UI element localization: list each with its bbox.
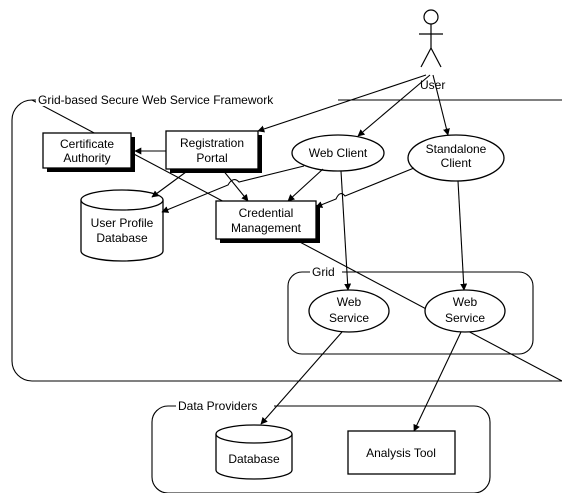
edge-registration-portal-to-credential-management <box>221 168 249 202</box>
edge-web-client-to-credential-management <box>287 168 324 202</box>
analysis-tool-box: Analysis Tool <box>347 430 456 475</box>
edge-web-client-to-grid-web-service-1 <box>340 170 352 291</box>
user-actor-icon <box>419 9 443 68</box>
registration-portal-label-line-2: Portal <box>196 151 227 165</box>
credential-management-box: Credential Management <box>215 200 320 243</box>
edge-user-to-web-client <box>357 74 431 137</box>
edge-registration-portal-to-user-profile-database <box>151 168 191 198</box>
grid-web-service-2-node: Web Service <box>424 289 506 333</box>
user-profile-database-label-line-1: User Profile <box>91 216 154 230</box>
certificate-authority-label-line-2: Authority <box>63 151 110 165</box>
edge-grid-web-service-2-to-analysis-tool <box>413 331 462 432</box>
framework-region-label: Grid-based Secure Web Service Framework <box>38 93 274 107</box>
edge-grid-web-service-1-to-database <box>260 331 343 425</box>
credential-management-label-line-2: Management <box>231 221 302 235</box>
data-providers-region-label: Data Providers <box>178 399 257 413</box>
edge-user-to-registration-portal <box>257 74 427 133</box>
data-providers-region <box>151 405 491 493</box>
standalone-client-node: Standalone Client <box>407 134 505 182</box>
web-client-node: Web Client <box>291 134 385 172</box>
web-client-label: Web Client <box>309 146 368 160</box>
user-actor-label: User <box>420 78 445 92</box>
certificate-authority-label-line-1: Certificate <box>60 137 114 151</box>
grid-web-service-1-label-line-2: Service <box>329 311 369 325</box>
user-profile-database-cylinder: User Profile Database <box>80 189 164 262</box>
registration-portal-box: Registration Portal <box>165 130 262 173</box>
grid-web-service-2-label-line-1: Web <box>453 295 478 309</box>
grid-web-service-1-label-line-1: Web <box>337 295 362 309</box>
certificate-authority-box: Certificate Authority <box>42 132 135 172</box>
registration-portal-label-line-1: Registration <box>180 136 244 150</box>
diagram-edges <box>134 74 468 432</box>
user-profile-database-label-line-2: Database <box>96 231 148 245</box>
database-label: Database <box>228 452 280 466</box>
edge-standalone-client-to-credential-management <box>315 167 415 208</box>
edge-web-client-to-user-profile-database <box>161 165 305 213</box>
grid-web-service-1-node: Web Service <box>308 289 390 333</box>
database-cylinder: Database <box>215 424 293 480</box>
grid-region <box>287 271 534 355</box>
analysis-tool-label: Analysis Tool <box>366 446 436 460</box>
standalone-client-label-line-1: Standalone <box>426 142 487 156</box>
grid-web-service-2-label-line-2: Service <box>445 311 485 325</box>
standalone-client-label-line-2: Client <box>441 156 472 170</box>
edge-standalone-client-to-grid-web-service-2 <box>457 180 468 291</box>
grid-region-label: Grid <box>312 265 335 279</box>
credential-management-label-line-1: Credential <box>239 206 294 220</box>
edge-user-to-standalone-client <box>432 74 450 136</box>
